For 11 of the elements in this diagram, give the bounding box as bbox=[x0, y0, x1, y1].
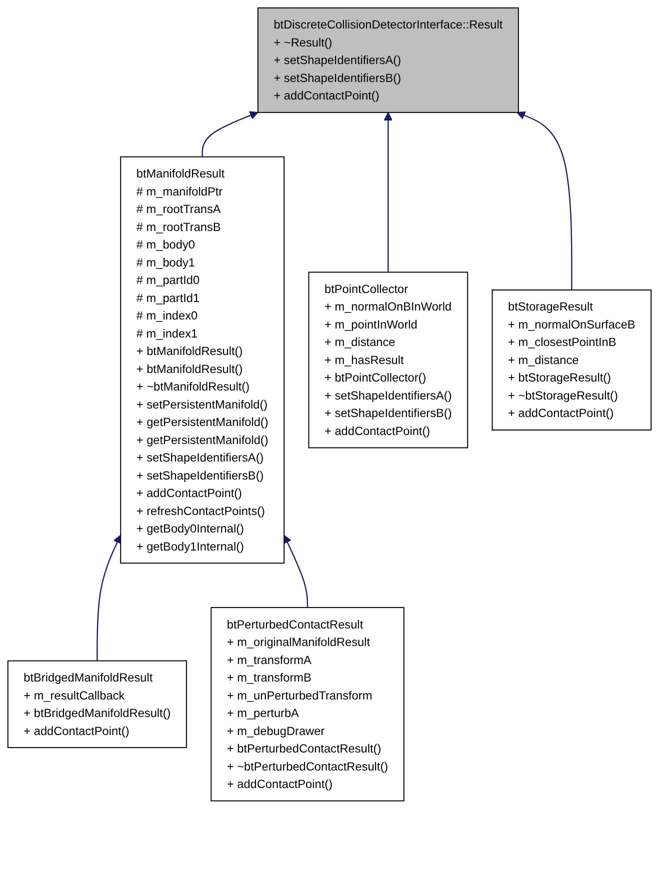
node-box: btBridgedManifoldResult + m_resultCallback + btBridgedManifoldResult() + addContactPoint() bbox=[7, 660, 187, 748]
node-box: btPointCollector + m_normalOnBInWorld + m_pointInWorld + m_distance + m_hasResult + btPointCollector() + setShapeIdentifiersA() + setShapeIdentifiersB() + addContactPoint() bbox=[308, 272, 468, 448]
node-box: btManifoldResult # m_manifoldPtr # m_rootTransA # m_rootTransB # m_body0 # m_body1 # m_partId0 # m_partId1 # m_index0 # m_index1 + btManifoldResult() + btManifoldResult() + ~btManifoldResult() + setPersistentManifold() + getPersistentManifold() + getPersistentManifold() + setShapeIdentifiersA() + setShapeIdentifiersB() + addContactPoint() + refreshContactPoints() + getBody0Internal() + getBody1Internal() bbox=[120, 156, 285, 564]
arrow bbox=[202, 111, 258, 157]
arrow bbox=[516, 111, 572, 290]
node-box: btPerturbedContactResult + m_originalManifoldResult + m_transformA + m_transformB + m_unPerturbedTransform + m_perturbA + m_debugDrawer + btPerturbedContactResult() + ~btPerturbedContactResult() + addContactPoint() bbox=[210, 607, 404, 802]
arrow bbox=[96, 534, 122, 661]
node-box: btStorageResult + m_normalOnSurfaceB + m_closestPointInB + m_distance + btStorageResult() + ~btStorageResult() + addContactPoint() bbox=[492, 289, 652, 430]
node-box: btDiscreteCollisionDetectorInterface::Result + ~Result() + setShapeIdentifiersA() + setShapeIdentifiersB() + addContactPoint() bbox=[257, 7, 519, 113]
arrow bbox=[384, 112, 392, 272]
arrow bbox=[283, 534, 308, 608]
